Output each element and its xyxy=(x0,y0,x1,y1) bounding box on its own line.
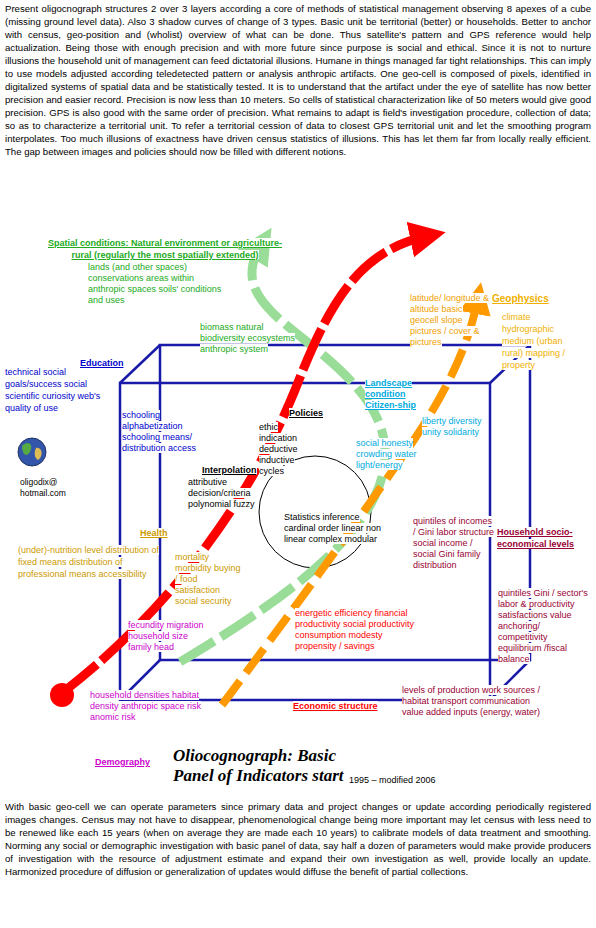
list-box: (under)-nutrition level distribution of … xyxy=(18,544,168,580)
indicator-text: Household socio-economical levels xyxy=(497,527,574,549)
email-box: oligodix@ hotmail.com xyxy=(20,477,76,499)
indicator-text: liberty diversity unity solidarity xyxy=(422,416,482,437)
globe-icon xyxy=(18,438,46,466)
list-box: mortality morbidity buying / food satisf… xyxy=(175,552,245,607)
list-box: liberty diversity unity solidarity xyxy=(422,416,482,438)
heading-box: Geophysics xyxy=(492,293,562,305)
indicator-text: levels of production work sources / habi… xyxy=(402,685,540,717)
diagram-title: Oliocognograph: Basic Panel of Indicator… xyxy=(173,746,353,786)
orange-curve xyxy=(222,298,478,705)
list-box: Statistics inference cardinal order line… xyxy=(284,512,384,545)
list-box: fecundity migration household size famil… xyxy=(128,620,208,653)
list-box: schooling alphabetization schooling mean… xyxy=(122,410,200,454)
indicator-text: Interpolation xyxy=(202,465,257,475)
cube xyxy=(120,345,530,700)
indicator-text: household densities habitat density anth… xyxy=(90,690,201,722)
heading-box: Economic structure xyxy=(293,700,393,712)
list-box: lands (and other spaces) conservations a… xyxy=(88,262,223,306)
indicator-text: attributive decision/criteria polynomial… xyxy=(188,477,255,509)
indicator-text: Statistics inference cardinal order line… xyxy=(284,512,381,544)
list-box: quintiles Gini / sector's labor & produc… xyxy=(498,588,590,665)
list-box: household densities habitat density anth… xyxy=(90,690,208,723)
heading-box: Spatial conditions: Natural environment … xyxy=(40,237,290,261)
indicator-text: lands (and other spaces) conservations a… xyxy=(88,262,221,305)
red-curve xyxy=(62,236,428,693)
list-box: biomass natural biodiversity ecosystems … xyxy=(200,322,300,355)
indicator-text: 1995 – modified 2006 xyxy=(349,775,436,785)
indicator-text: Policies xyxy=(289,408,323,418)
heading-box: Health xyxy=(140,527,190,539)
list-box: latitude/ longitude & altitude basic geo… xyxy=(410,293,490,348)
list-box: levels of production work sources / habi… xyxy=(402,685,542,718)
list-box: quintiles of incomes / Gini labor struct… xyxy=(413,516,495,571)
list-box: social honesty crowding water light/ener… xyxy=(356,438,418,471)
heading-box: Policies xyxy=(289,407,349,419)
indicator-text: Demography xyxy=(95,757,150,767)
indicator-text: Geophysics xyxy=(492,293,549,304)
list-box: climate hydrographic medium (urban rural… xyxy=(502,311,584,371)
heading-box: Landscape condition Citizen-ship xyxy=(365,378,435,411)
indicator-text: Landscape condition Citizen-ship xyxy=(365,378,416,410)
date-box: 1995 – modified 2006 xyxy=(349,775,459,786)
indicator-text: Education xyxy=(80,358,124,368)
indicator-text: (under)-nutrition level distribution of … xyxy=(18,545,159,579)
indicator-text: Spatial conditions: Natural environment … xyxy=(48,238,282,260)
start-dot xyxy=(50,683,74,707)
indicator-text: schooling alphabetization schooling mean… xyxy=(122,410,196,453)
heading-box: Education xyxy=(80,357,150,369)
paragraph-box: Present oligocnograph structures 2 over … xyxy=(5,2,591,158)
indicator-text: quintiles Gini / sector's labor & produc… xyxy=(498,588,588,664)
paragraph-box: With basic geo-cell we can operate param… xyxy=(5,800,591,878)
list-box: technical social goals/success social sc… xyxy=(5,366,117,414)
indicator-text: mortality morbidity buying / food satisf… xyxy=(175,552,241,606)
indicator-text: climate hydrographic medium (urban rural… xyxy=(502,312,565,370)
indicator-text: social honesty crowding water light/ener… xyxy=(356,438,417,470)
indicator-text: Economic structure xyxy=(293,701,378,711)
indicator-text: Health xyxy=(140,528,168,538)
paragraph-text: Present oligocnograph structures 2 over … xyxy=(5,3,591,157)
indicator-text: quintiles of incomes / Gini labor struct… xyxy=(413,516,494,570)
list-box: attributive decision/criteria polynomial… xyxy=(188,477,266,510)
heading-box: Interpolation xyxy=(202,464,272,476)
paragraph-text: With basic geo-cell we can operate param… xyxy=(5,801,591,877)
indicator-text: fecundity migration household size famil… xyxy=(128,620,204,652)
list-box: energetic efficiency financial productiv… xyxy=(295,608,420,652)
heading-box: Demography xyxy=(95,756,175,768)
indicator-text: energetic efficiency financial productiv… xyxy=(295,608,414,651)
indicator-text: latitude/ longitude & altitude basic geo… xyxy=(410,293,489,347)
indicator-text: ethic indication deductive inductive cyc… xyxy=(259,422,298,476)
indicator-text: biomass natural biodiversity ecosystems … xyxy=(200,322,295,354)
indicator-text: oligodix@ hotmail.com xyxy=(20,477,66,498)
heading-box: Household socio-economical levels xyxy=(497,526,587,550)
indicator-text: technical social goals/success social sc… xyxy=(5,367,100,413)
list-box: ethic indication deductive inductive cyc… xyxy=(259,422,311,477)
